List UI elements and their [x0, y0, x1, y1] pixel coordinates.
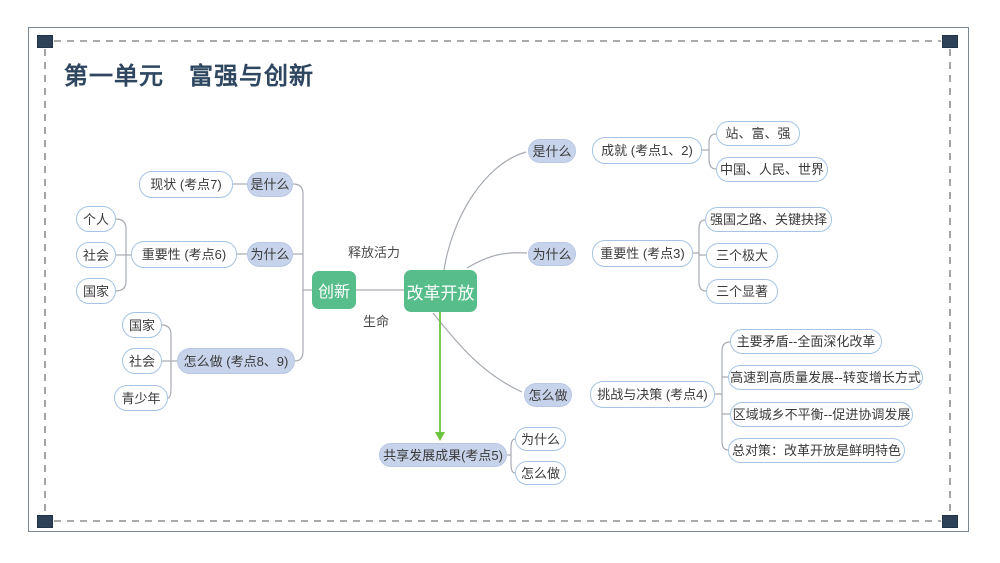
node-importance-kaodian3: 重要性 (考点3): [592, 240, 693, 267]
slide-border: [28, 27, 969, 532]
edge-label-release-vitality: 释放活力: [348, 245, 401, 260]
node-level-society: 社会: [76, 242, 116, 268]
corner-square: [37, 35, 53, 48]
node-three-remarkable: 三个显著: [706, 279, 778, 304]
node-how-right: 怎么做: [524, 383, 572, 407]
node-root-innovation: 创新: [312, 271, 356, 309]
node-actor-society: 社会: [122, 348, 162, 374]
node-three-great: 三个极大: [706, 243, 778, 268]
node-strong-road: 强国之路、关键抉择: [705, 207, 832, 232]
node-level-state: 国家: [76, 278, 116, 304]
green-arrow: [435, 312, 445, 441]
node-actor-youth: 青少年: [114, 385, 168, 411]
node-high-quality-growth: 高速到高质量发展--转变增长方式: [728, 365, 923, 390]
node-why-right: 为什么: [528, 242, 576, 266]
node-what-left: 是什么: [247, 172, 293, 197]
corner-square: [37, 515, 53, 528]
node-regional-balance: 区域城乡不平衡--促进协调发展: [730, 402, 913, 427]
node-main-contradiction: 主要矛盾--全面深化改革: [730, 329, 882, 354]
node-status-kaodian7: 现状 (考点7): [139, 171, 233, 198]
node-overall-strategy: 总对策：改革开放是鲜明特色: [728, 438, 905, 463]
node-challenge-kaodian4: 挑战与决策 (考点4): [590, 381, 715, 408]
node-actor-state: 国家: [122, 312, 162, 338]
node-stand-rich-strong: 站、富、强: [716, 121, 800, 146]
node-how-left: 怎么做 (考点8、9): [177, 348, 295, 374]
node-share-kaodian5: 共享发展成果(考点5): [379, 443, 507, 467]
node-why-left: 为什么: [247, 242, 293, 267]
corner-square: [942, 515, 958, 528]
node-achievement: 成就 (考点1、2): [592, 137, 702, 164]
node-importance-kaodian6: 重要性 (考点6): [131, 241, 237, 268]
edge-label-life: 生命: [363, 314, 390, 329]
node-what-right: 是什么: [528, 139, 576, 163]
node-china-people-world: 中国、人民、世界: [716, 157, 828, 182]
node-root-reform: 改革开放: [404, 270, 477, 312]
page-title: 第一单元 富强与创新: [64, 63, 314, 90]
node-share-how: 怎么做: [515, 461, 566, 485]
corner-square: [942, 35, 958, 48]
node-level-individual: 个人: [76, 206, 116, 232]
node-share-why: 为什么: [515, 427, 566, 451]
